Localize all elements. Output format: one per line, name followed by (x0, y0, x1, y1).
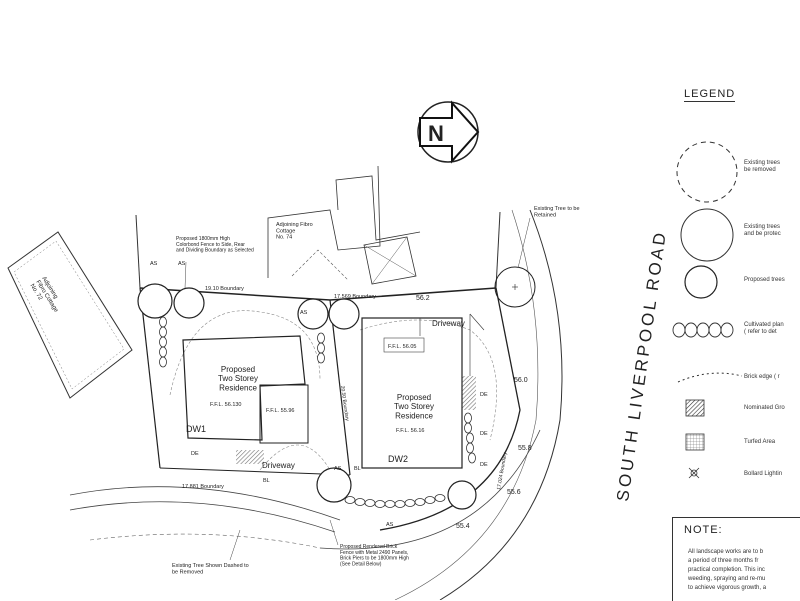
right-driveway-label: Driveway (432, 319, 465, 328)
side-code: DE (480, 431, 488, 437)
hatched-square-icon (685, 399, 705, 417)
proposed-tree-icon (173, 287, 207, 319)
site-boundary (69, 209, 563, 600)
right-garage-ffl: F.F.L. 56.05 (388, 344, 416, 350)
plan-codes: AS AS AS AS AS DE DE BL BL DE DE (150, 261, 488, 528)
legend-item-label: Brick edge ( r (744, 374, 780, 380)
level-label: 55.8 (518, 445, 532, 452)
proposed-tree-icon (297, 298, 331, 330)
side-code: DE (480, 462, 488, 468)
left-garage-ffl: F.F.L. 55.96 (266, 408, 294, 414)
level-label: 56.2 (416, 295, 430, 302)
existing-tree-retained (494, 266, 536, 308)
left-residence-ffl: F.F.L. 56.130 (210, 402, 242, 408)
boundary-top-left: 19.10 Boundary (205, 286, 244, 292)
note-box (672, 517, 800, 601)
spot-levels: 56.2 56.0 55.8 55.6 55.4 (416, 295, 532, 530)
legend-item-label: Existing trees be removed (744, 160, 781, 173)
legend-item-label: Nominated Gro (744, 405, 785, 411)
left-entry-hatch (236, 450, 264, 464)
boundary-top-right: 17.569 Boundary (334, 294, 376, 300)
legend-item-label: Proposed trees (744, 277, 785, 283)
level-label: 55.6 (507, 489, 521, 496)
proposed-tree-icon (137, 283, 175, 319)
side-code: BL (354, 466, 361, 472)
legend-symbols (672, 141, 743, 479)
legend-item-label: Existing trees and be protec (744, 224, 781, 237)
boundary-mid: 20.50 Boundary (339, 385, 350, 421)
proposed-trees (137, 283, 479, 510)
side-code: DE (191, 451, 199, 457)
note-text: All landscape works are to b a period of… (688, 549, 767, 591)
dashed-arc-icon (677, 372, 743, 383)
grid-square-icon (685, 433, 705, 451)
tree-code: AS (150, 261, 158, 267)
right-residence-ffl: F.F.L. 56.16 (396, 428, 424, 434)
proposed-tree-icon (447, 480, 479, 510)
legend-item-label: Cultivated plan ( refer to det (744, 322, 784, 335)
left-driveway-code: DW1 (186, 424, 206, 434)
shrub-row-icon (672, 322, 734, 338)
north-arrow-label: N (428, 121, 444, 146)
tree-code: AS (178, 261, 186, 267)
right-driveway-code: DW2 (388, 454, 408, 464)
tree-code: AS (386, 522, 394, 528)
level-label: 56.0 (514, 377, 528, 384)
adjoining-left-label: AdjoiningFibro CottageNo. 72 (29, 276, 65, 318)
legend-title: LEGEND (684, 88, 736, 102)
boundary-bottom: 17.881 Boundary (182, 484, 224, 490)
side-code: DE (480, 392, 488, 398)
boundary-right: 17.024 Boundary (496, 451, 509, 490)
north-arrow: N (417, 100, 480, 164)
tree-code: AS (300, 310, 308, 316)
side-code: BL (263, 478, 270, 484)
proposed-tree-icon (316, 467, 354, 503)
shaded-circle-icon (684, 265, 720, 299)
level-label: 55.4 (456, 523, 470, 530)
circle-icon (680, 208, 734, 262)
adjoining-cottage-left: AdjoiningFibro CottageNo. 72 (7, 231, 133, 399)
shrub-rows (159, 316, 476, 508)
bollard-icon (688, 467, 700, 479)
tree-code: AS (334, 466, 342, 472)
svg-text:AdjoiningFibro CottageNo. 72: AdjoiningFibro CottageNo. 72 (29, 276, 65, 318)
left-driveway-label: Driveway (262, 461, 295, 470)
legend-item-label: Bollard Lightin (744, 471, 783, 477)
dashed-circle-icon (676, 141, 738, 203)
road-name: SOUTH LIVERPOOL ROAD (613, 229, 670, 503)
proposed-tree-icon (328, 298, 362, 330)
legend-item-label: Turfed Area (744, 439, 776, 445)
note-title: NOTE: (684, 524, 723, 536)
